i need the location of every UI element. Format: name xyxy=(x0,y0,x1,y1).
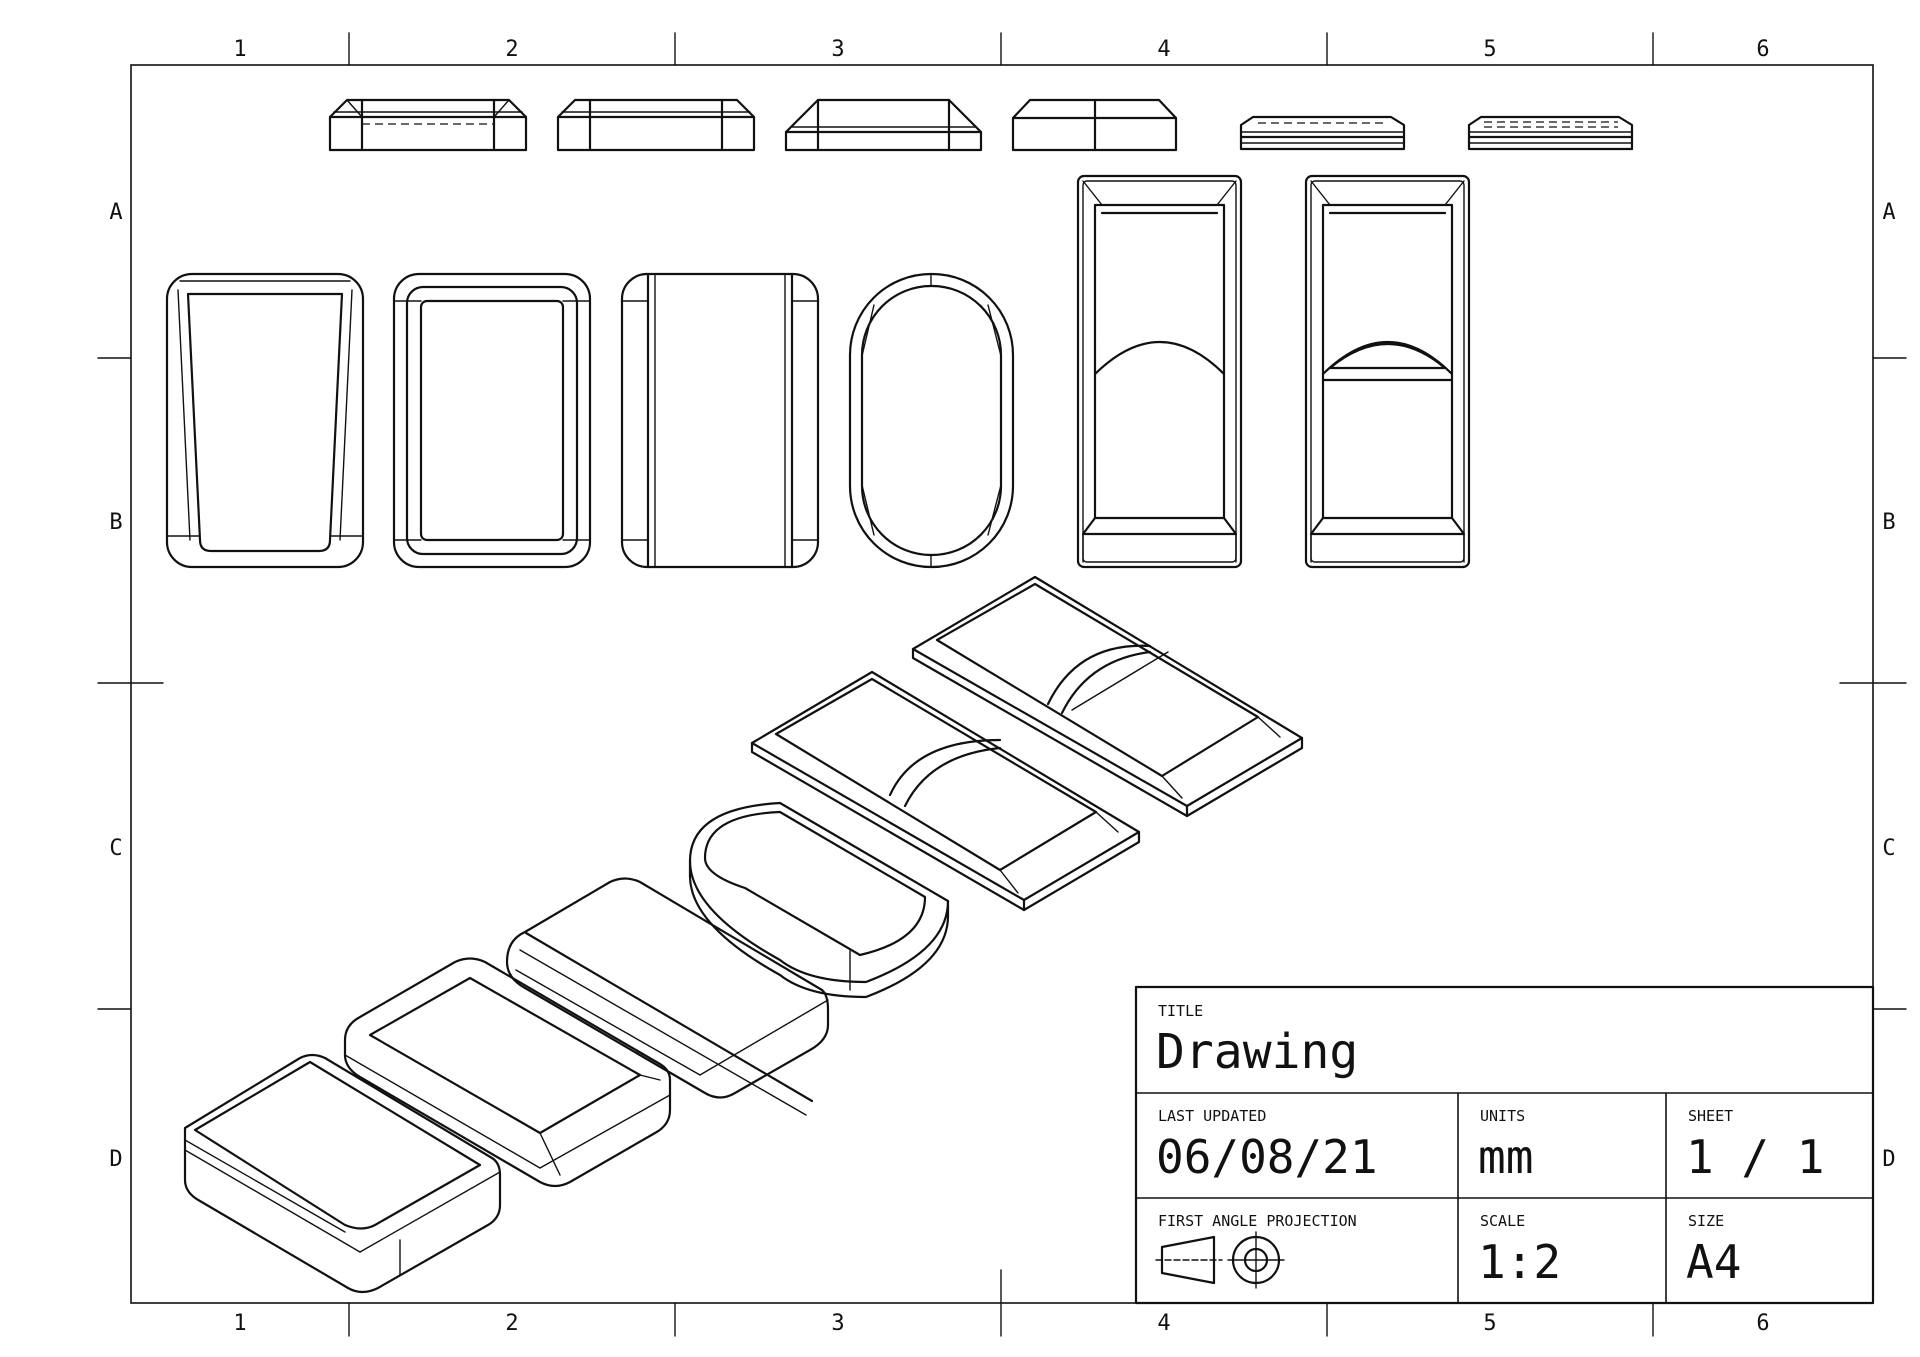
top-view-6 xyxy=(1304,174,1471,569)
top-view-5 xyxy=(1076,174,1243,569)
side-view-1 xyxy=(328,98,528,152)
col-ref: 2 xyxy=(505,37,518,62)
column-refs-top: 1 2 3 4 5 6 xyxy=(233,37,1769,62)
iso-view-2 xyxy=(343,957,672,1188)
last-updated-label: LAST UPDATED xyxy=(1158,1107,1266,1125)
iso-view-4 xyxy=(688,801,950,999)
sheet-label: SHEET xyxy=(1688,1107,1733,1125)
col-ref: 1 xyxy=(233,1311,246,1336)
iso-view-6 xyxy=(911,575,1304,818)
side-view-3 xyxy=(784,98,983,152)
row-ref: B xyxy=(1882,510,1895,535)
iso-view-1 xyxy=(183,1053,502,1294)
top-view-2 xyxy=(392,272,592,569)
iso-view-5 xyxy=(750,670,1141,912)
units-value: mm xyxy=(1478,1130,1533,1184)
column-refs-bottom: 1 2 3 4 5 6 xyxy=(233,1311,1769,1336)
col-ref: 2 xyxy=(505,1311,518,1336)
iso-view-3 xyxy=(505,877,830,1116)
col-ref: 6 xyxy=(1756,37,1769,62)
row-refs-left: A B C D xyxy=(109,200,122,1172)
scale-value: 1:2 xyxy=(1478,1235,1561,1289)
drawing-frame xyxy=(130,64,1874,1304)
sheet-value: 1 / 1 xyxy=(1686,1130,1824,1184)
row-ref: D xyxy=(1882,1147,1895,1172)
side-view-6 xyxy=(1467,115,1634,151)
col-ref: 5 xyxy=(1483,37,1496,62)
col-ref: 5 xyxy=(1483,1311,1496,1336)
drawing-title: Drawing xyxy=(1156,1024,1358,1080)
size-label: SIZE xyxy=(1688,1212,1724,1230)
size-value: A4 xyxy=(1686,1235,1741,1289)
top-view-1 xyxy=(165,272,365,569)
row-refs-right: A B C D xyxy=(1882,200,1895,1172)
row-ref: B xyxy=(109,510,122,535)
row-ref: A xyxy=(1882,200,1895,225)
col-ref: 4 xyxy=(1157,37,1170,62)
last-updated-value: 06/08/21 xyxy=(1156,1130,1378,1184)
title-label: TITLE xyxy=(1158,1002,1203,1020)
row-ref: D xyxy=(109,1147,122,1172)
col-ref: 4 xyxy=(1157,1311,1170,1336)
col-ref: 3 xyxy=(831,37,844,62)
side-view-5 xyxy=(1239,115,1406,151)
first-angle-projection-icon xyxy=(1155,1231,1285,1289)
side-view-2 xyxy=(556,98,756,152)
row-ref: A xyxy=(109,200,122,225)
col-ref: 1 xyxy=(233,37,246,62)
row-ref: C xyxy=(109,836,122,861)
row-ref: C xyxy=(1882,836,1895,861)
col-ref: 3 xyxy=(831,1311,844,1336)
top-view-3 xyxy=(620,272,820,569)
units-label: UNITS xyxy=(1480,1107,1525,1125)
title-block: TITLE Drawing LAST UPDATED 06/08/21 UNIT… xyxy=(1134,985,1875,1305)
scale-label: SCALE xyxy=(1480,1212,1525,1230)
projection-label: FIRST ANGLE PROJECTION xyxy=(1158,1212,1357,1230)
side-view-4 xyxy=(1011,98,1178,152)
top-view-4 xyxy=(848,272,1015,569)
col-ref: 6 xyxy=(1756,1311,1769,1336)
zone-dividers xyxy=(97,32,1907,1337)
